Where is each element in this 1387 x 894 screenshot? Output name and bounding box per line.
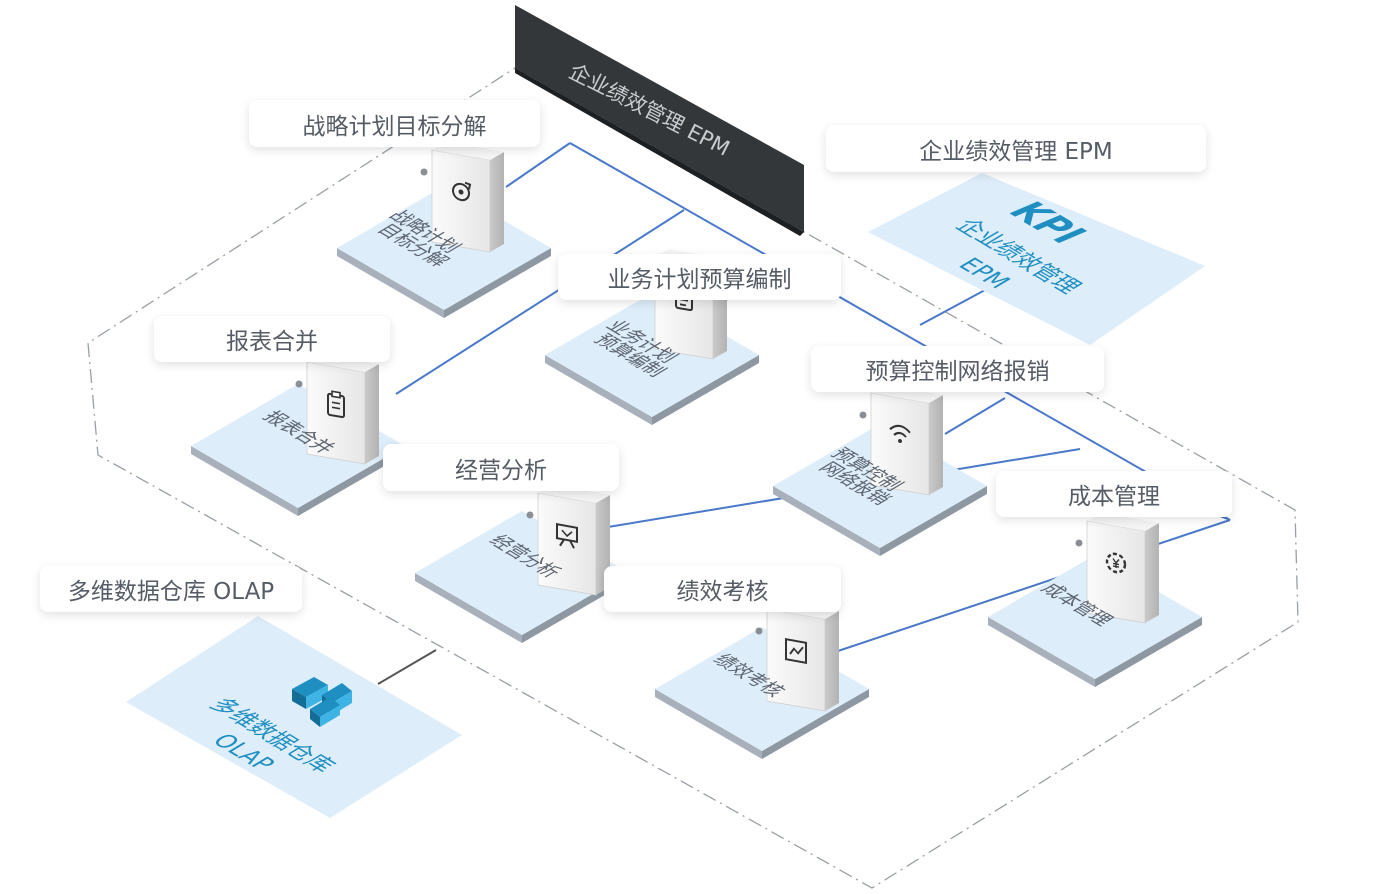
- platform-side-right: [880, 486, 987, 556]
- pin-dot: [526, 511, 534, 519]
- module-platform-6: [988, 513, 1202, 687]
- module-card-consolidation: 报表合并: [154, 316, 390, 362]
- epm-platform: [868, 173, 1205, 345]
- platform-side-left: [337, 248, 444, 318]
- module-platform-3: [191, 354, 405, 516]
- olap-card: 多维数据仓库 OLAP: [40, 566, 302, 612]
- cube-stack-icon: [292, 677, 352, 727]
- target-refresh-icon: [452, 181, 472, 202]
- module-card-performance: 绩效考核: [604, 566, 841, 612]
- platform-side-left: [773, 486, 880, 556]
- pin-dot: [859, 411, 867, 419]
- module-platform-1: [337, 142, 551, 318]
- epm-banner-side: [515, 68, 804, 236]
- presentation-board-icon: [556, 523, 578, 549]
- module-card-cost: 成本管理: [996, 471, 1232, 517]
- platform-side-right: [652, 355, 759, 425]
- module-platform-5: [415, 485, 629, 643]
- system-boundary: [87, 67, 1299, 889]
- olap-platform: [126, 616, 462, 818]
- platform-side-left: [415, 573, 522, 643]
- platform-side-right: [1095, 617, 1202, 687]
- platform-side-right: [298, 446, 405, 516]
- platform-side-left: [988, 617, 1095, 687]
- server-side: [929, 395, 943, 495]
- trend-chart-icon: [785, 638, 807, 664]
- platform-side-left: [191, 446, 298, 516]
- epm-banner: [515, 5, 804, 232]
- platform-side-right: [762, 689, 869, 759]
- epm-card: 企业绩效管理 EPM: [826, 125, 1206, 172]
- platform-side-left: [655, 689, 762, 759]
- module-card-strategy: 战略计划目标分解: [249, 100, 540, 147]
- platform-side-left: [545, 355, 652, 425]
- pin-dot: [1075, 539, 1083, 547]
- pin-dot: [420, 168, 428, 176]
- server-side: [365, 364, 379, 464]
- server-side: [1145, 523, 1159, 623]
- pin-dot: [755, 627, 763, 635]
- wifi-signal-icon: [889, 424, 911, 444]
- module-card-analysis: 经营分析: [383, 444, 619, 491]
- server-block: [526, 485, 610, 596]
- olap-connector: [377, 649, 437, 685]
- platform-side-right: [444, 248, 551, 318]
- server-top: [1087, 513, 1159, 531]
- server-side: [490, 152, 504, 252]
- module-card-budget-control: 预算控制网络报销: [811, 346, 1104, 392]
- pin-dot: [295, 380, 303, 388]
- clipboard-icon: [327, 390, 345, 419]
- server-block: [1075, 513, 1159, 624]
- module-card-budget-planning: 业务计划预算编制: [558, 254, 841, 300]
- server-side: [825, 611, 839, 711]
